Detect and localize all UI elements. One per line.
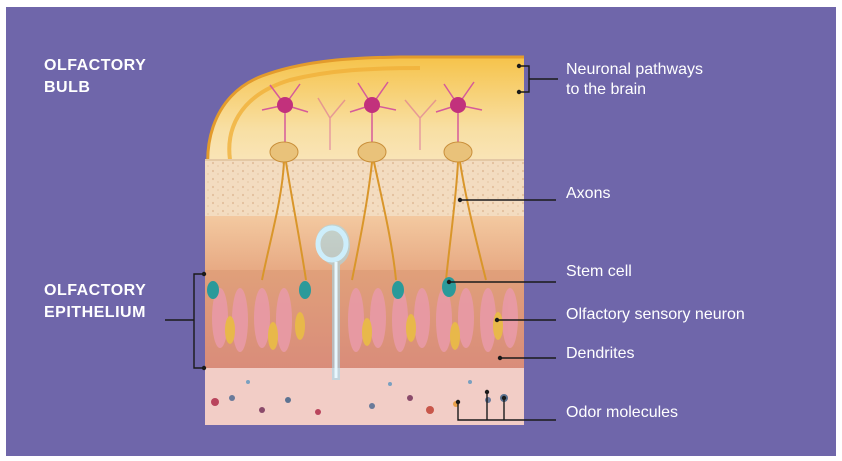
pathways-label-line2: to the brain xyxy=(566,80,703,100)
axons-label: Axons xyxy=(566,184,610,204)
stem-cell-label: Stem cell xyxy=(566,262,632,282)
epithelium-label-line1: OLFACTORY xyxy=(44,280,146,302)
olfactory-sensory-neuron-label: Olfactory sensory neuron xyxy=(566,305,745,325)
olfactory-epithelium-label: OLFACTORY EPITHELIUM xyxy=(44,280,146,324)
mucus-layer xyxy=(205,368,525,426)
mitral-cell-body xyxy=(277,97,293,113)
epithelium-label-line2: EPITHELIUM xyxy=(44,302,146,324)
dendrites-label: Dendrites xyxy=(566,344,634,364)
pathways-label-line1: Neuronal pathways xyxy=(566,60,703,80)
olfactory-bulb-label: OLFACTORY BULB xyxy=(44,55,146,99)
mitral-cell-body xyxy=(364,97,380,113)
odor-molecules-label: Odor molecules xyxy=(566,403,678,423)
bulb-label-line2: BULB xyxy=(44,77,146,99)
mitral-cell-body xyxy=(450,97,466,113)
bulb-label-line1: OLFACTORY xyxy=(44,55,146,77)
neuronal-pathways-label: Neuronal pathways to the brain xyxy=(566,60,703,100)
